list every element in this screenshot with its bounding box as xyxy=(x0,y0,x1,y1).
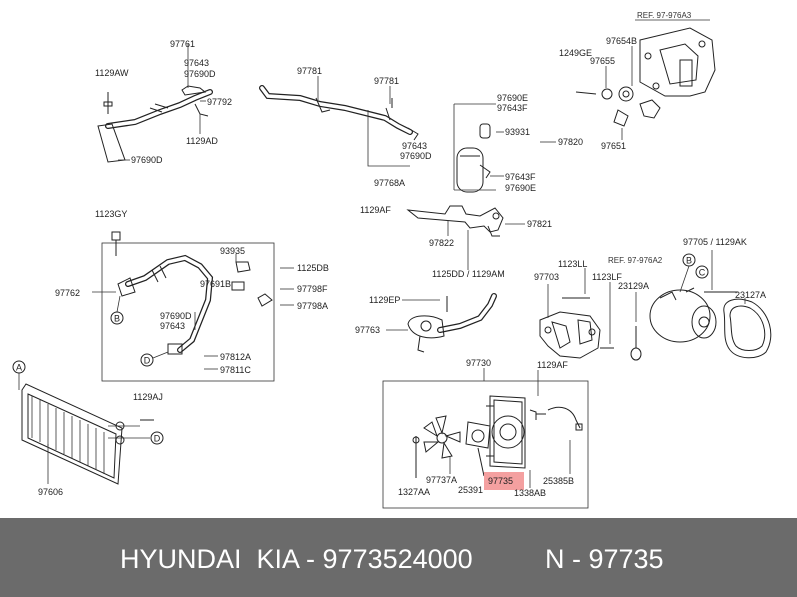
label-97705-1129ak[interactable]: 97705 / 1129AK xyxy=(683,237,747,247)
label-97811c[interactable]: 97811C xyxy=(220,365,251,375)
hose-97763 xyxy=(386,293,497,353)
label-97768a[interactable]: 97768A xyxy=(374,178,405,188)
label-1125dd-1129am[interactable]: 1125DD / 1129AM xyxy=(432,269,505,279)
svg-text:B: B xyxy=(114,314,120,324)
label-1123lf[interactable]: 1123LF xyxy=(592,272,622,282)
part-number-footer: HYUNDAI KIA - 9773524000 N - 97735 xyxy=(0,518,797,597)
svg-text:C: C xyxy=(699,268,706,278)
label-1327aa[interactable]: 1327AA xyxy=(398,487,430,497)
label-97822[interactable]: 97822 xyxy=(429,238,454,248)
label-97690d[interactable]: 97690D xyxy=(184,69,216,79)
label-97812a[interactable]: 97812A xyxy=(220,352,251,362)
label-97690e-b[interactable]: 97690E xyxy=(505,183,536,193)
label-25391[interactable]: 25391 xyxy=(458,485,483,495)
cooling-fan-assembly-97730 xyxy=(382,368,589,509)
svg-text:D: D xyxy=(144,356,151,366)
label-97798f[interactable]: 97798F xyxy=(297,284,328,294)
label-97643-c[interactable]: 97643 xyxy=(160,321,185,331)
callout-d-hose: D xyxy=(140,351,169,367)
callout-a: A xyxy=(12,360,26,390)
label-97762[interactable]: 97762 xyxy=(55,288,80,298)
label-97703[interactable]: 97703 xyxy=(534,272,559,282)
label-97691b[interactable]: 97691B xyxy=(200,279,231,289)
fan-blade xyxy=(423,415,461,459)
part-labels: 97761 97643 97690D 1129AW 97792 1129AD 9… xyxy=(38,11,766,498)
callout-d-condenser: D xyxy=(150,431,164,445)
svg-text:B: B xyxy=(686,256,692,266)
label-23129a[interactable]: 23129A xyxy=(618,281,649,291)
label-ref-97-976a2[interactable]: REF. 97-976A2 xyxy=(608,256,663,265)
label-97798a[interactable]: 97798A xyxy=(297,301,328,311)
label-97781-b[interactable]: 97781 xyxy=(374,76,399,86)
ac-system-exploded-view: A B B C D D 97761 97643 xyxy=(12,11,772,509)
label-1129aj[interactable]: 1129AJ xyxy=(133,392,163,402)
label-97651[interactable]: 97651 xyxy=(601,141,626,151)
label-97781[interactable]: 97781 xyxy=(297,66,322,76)
hose-assembly-97762 xyxy=(92,231,294,382)
label-97643f[interactable]: 97643F xyxy=(497,103,528,113)
label-1249ge[interactable]: 1249GE xyxy=(559,48,592,58)
footer-oem-part-number: HYUNDAI KIA - 9773524000 xyxy=(120,544,473,574)
label-97735[interactable]: 97735 xyxy=(488,476,513,486)
parts-diagram: A B B C D D 97761 97643 xyxy=(12,11,772,509)
label-97761[interactable]: 97761 xyxy=(170,39,195,49)
label-97643-b[interactable]: 97643 xyxy=(402,141,427,151)
label-97792[interactable]: 97792 xyxy=(207,97,232,107)
callout-c: C xyxy=(695,265,709,279)
label-25385b[interactable]: 25385B xyxy=(543,476,574,486)
label-93931[interactable]: 93931 xyxy=(505,127,530,137)
label-97690d-c[interactable]: 97690D xyxy=(400,151,432,161)
receiver-drier-97820 xyxy=(453,103,556,193)
hose-97781 xyxy=(259,76,419,167)
hose-assembly-97761 xyxy=(97,44,213,163)
label-97654b[interactable]: 97654B xyxy=(606,36,637,46)
label-1129af[interactable]: 1129AF xyxy=(360,205,391,215)
callout-markers: A B B C D D xyxy=(12,253,709,445)
compressor-cover-ref xyxy=(575,19,716,140)
label-1123ll[interactable]: 1123LL xyxy=(558,259,587,269)
label-97690d-b[interactable]: 97690D xyxy=(131,155,163,165)
label-1129ad[interactable]: 1129AD xyxy=(186,136,218,146)
label-97643[interactable]: 97643 xyxy=(184,58,209,68)
bracket-97821 xyxy=(406,205,525,270)
label-97737a[interactable]: 97737A xyxy=(426,475,457,485)
label-1125db[interactable]: 1125DB xyxy=(297,263,329,273)
label-97606[interactable]: 97606 xyxy=(38,487,63,497)
label-ref-97-976a3[interactable]: REF. 97-976A3 xyxy=(637,11,692,20)
compressor-bracket-97703 xyxy=(539,268,614,359)
label-1129af-b[interactable]: 1129AF xyxy=(537,360,568,370)
label-1123gy[interactable]: 1123GY xyxy=(95,209,127,219)
label-97643f-b[interactable]: 97643F xyxy=(505,172,536,182)
svg-text:A: A xyxy=(16,363,22,373)
label-97655[interactable]: 97655 xyxy=(590,56,615,66)
label-93935[interactable]: 93935 xyxy=(220,246,245,256)
callout-b-hose: B xyxy=(110,295,124,325)
label-1338ab[interactable]: 1338AB xyxy=(514,488,546,498)
label-97821[interactable]: 97821 xyxy=(527,219,552,229)
highlight-97735 xyxy=(484,472,524,490)
label-97730[interactable]: 97730 xyxy=(466,358,491,368)
label-1129aw[interactable]: 1129AW xyxy=(95,68,129,78)
callout-b-compressor: B xyxy=(679,253,696,293)
label-97820[interactable]: 97820 xyxy=(558,137,583,147)
label-97690d-d[interactable]: 97690D xyxy=(160,311,192,321)
condenser-97606 xyxy=(21,383,154,485)
label-97690e[interactable]: 97690E xyxy=(497,93,528,103)
footer-diagram-number: N - 97735 xyxy=(545,544,664,574)
label-23127a[interactable]: 23127A xyxy=(735,290,766,300)
ac-compressor-97705 xyxy=(630,250,772,361)
svg-text:D: D xyxy=(154,434,161,444)
label-1129ep[interactable]: 1129EP xyxy=(369,295,400,305)
label-97763[interactable]: 97763 xyxy=(355,325,380,335)
